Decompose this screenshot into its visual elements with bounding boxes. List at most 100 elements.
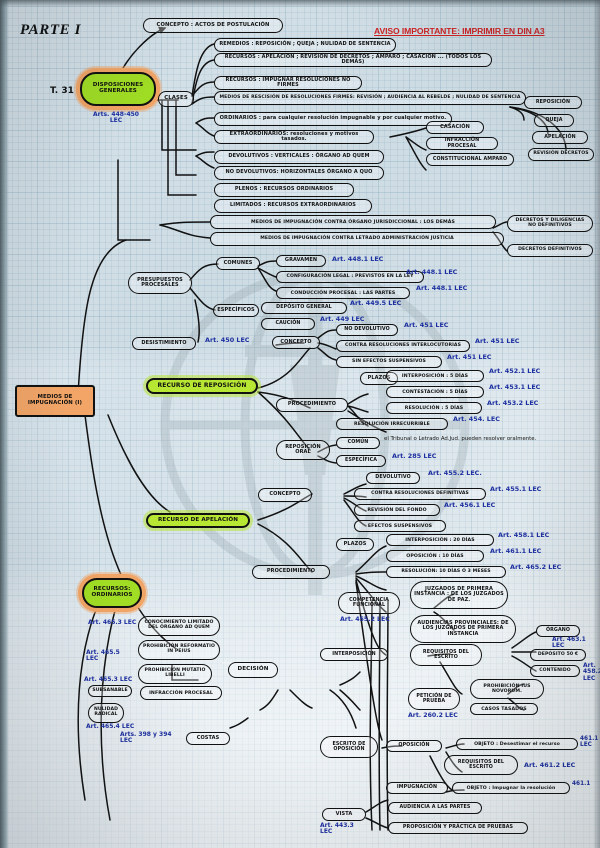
node-recursos-impugnar[interactable]: RECURSOS : Impugnar resoluciones no firm… — [214, 76, 362, 90]
node-medios-contra-organo[interactable]: MEDIOS DE IMPUGNACIÓN CONTRA ÓRGANO JURI… — [210, 215, 496, 229]
node-conocimiento-limitado[interactable]: CONOCIMIENTO LIMITADO DEL ÓRGANO AD QUEM — [138, 616, 220, 636]
node-interposicion-20dias[interactable]: INTERPOSICIÓN : 20 DÍAS — [386, 534, 494, 546]
node-medios-impugnacion[interactable]: MEDIOS DE IMPUGNACIÓN (I) — [15, 385, 95, 417]
node-no-devolutivos[interactable]: NO DEVOLUTIVOS: HORIZONTALES Órgano a qu… — [214, 166, 384, 180]
node-extraordinarios[interactable]: EXTRAORDINARIOS: resoluciones y motivos … — [214, 130, 374, 144]
node-limitados[interactable]: LIMITADOS : RECURSOS EXTRAORDINARIOS — [214, 199, 372, 213]
node-resolucion-5dias[interactable]: RESOLUCIÓN : 5 DÍAS — [386, 402, 482, 414]
node-revision-fondo[interactable]: REVISIÓN DEL FONDO — [354, 504, 440, 516]
node-subsanable[interactable]: SUBSANABLE — [88, 685, 132, 697]
node-vista[interactable]: VISTA — [322, 808, 366, 821]
node-resolucion-10dias-3meses[interactable]: RESOLUCIÓN: 10 DÍAS ó 3 MESES — [386, 566, 506, 578]
node-caucion[interactable]: CAUCIÓN — [261, 318, 315, 330]
node-casos-tasados[interactable]: CASOS TASADOS — [470, 703, 538, 715]
node-efectos-suspensivos[interactable]: EFECTOS SUSPENSIVOS — [354, 520, 446, 532]
node-remedios[interactable]: REMEDIOS : REPOSICIÓN ; QUEJA ; NULIDAD … — [214, 38, 396, 52]
node-no-devolutivo[interactable]: NO DEVOLUTIVO — [336, 324, 398, 336]
node-contenido[interactable]: CONTENIDO — [530, 665, 580, 677]
node-apelacion-right[interactable]: APELACIÓN — [532, 131, 588, 144]
node-plazos-apelacion[interactable]: PLAZOS — [336, 538, 374, 551]
node-escrito-oposicion[interactable]: ESCRITO DE OPOSICIÓN — [320, 736, 378, 758]
ref-disposiciones-generales: Arts. 448-450 LEC — [93, 111, 139, 125]
node-decision[interactable]: DECISIÓN — [228, 662, 278, 678]
node-concepto-apelacion[interactable]: CONCEPTO — [258, 488, 312, 502]
node-disposiciones-generales[interactable]: DISPOSICIONES GENERALES — [80, 72, 156, 106]
node-queja-right[interactable]: QUEJA — [534, 114, 574, 127]
node-conduccion-procesal[interactable]: CONDUCCIÓN PROCESAL : LAS PARTES — [276, 287, 410, 299]
node-competencia-funcional[interactable]: COMPETENCIA FUNCIONAL — [338, 592, 400, 614]
node-comunes[interactable]: COMUNES — [216, 257, 260, 270]
node-requisitos-escrito[interactable]: REQUISITOS DEL ESCRITO — [410, 644, 482, 666]
node-juzgados-primera-instancia[interactable]: JUZGADOS DE PRIMERA INSTANCIA : De los J… — [410, 581, 508, 609]
node-infraccion-procesal[interactable]: INFRACCIÓN PROCESAL — [426, 137, 498, 150]
node-costas[interactable]: COSTAS — [186, 732, 230, 745]
paper-edge-left — [0, 0, 9, 848]
node-plenos[interactable]: PLENOS : RECURSOS ORDINARIOS — [214, 183, 354, 197]
node-deposito-general[interactable]: DEPÓSITO GENERAL — [261, 302, 347, 314]
node-configuracion-legal[interactable]: CONFIGURACIÓN LEGAL : PREVISTOS EN LA LE… — [276, 271, 424, 283]
node-oposicion[interactable]: OPOSICIÓN — [386, 740, 442, 752]
node-reposicion-right[interactable]: REPOSICIÓN — [524, 96, 582, 109]
node-objeto-desestimar[interactable]: OBJETO : Desestimar el recurso — [456, 738, 578, 750]
node-prohibicion-reformatio[interactable]: PROHIBICIÓN REFORMATIO IN PEIUS — [138, 640, 220, 660]
node-especificos[interactable]: ESPECÍFICOS — [213, 304, 259, 317]
node-deposito-50[interactable]: DEPÓSITO 50 € — [530, 649, 586, 661]
ref-450: Art. 450 LEC — [205, 336, 250, 344]
node-revision-decretos-right[interactable]: REVISIÓN DECRETOS — [528, 148, 594, 161]
paper-edge-top — [0, 0, 600, 7]
ref-448-1-c: Art. 448.1 LEC — [416, 284, 468, 292]
node-interposicion-5dias[interactable]: INTERPOSICIÓN : 5 DÍAS — [386, 370, 484, 382]
node-peticion-prueba[interactable]: PETICIÓN DE PRUEBA — [408, 688, 460, 710]
node-decretos-no-definitivos[interactable]: DECRETOS Y DILIGENCIAS NO DEFINITIVOS — [507, 215, 593, 232]
node-casacion[interactable]: CASACIÓN — [426, 121, 484, 134]
node-nulidad-radical[interactable]: NULIDAD RADICAL — [88, 703, 124, 723]
node-desistimiento[interactable]: DESISTIMIENTO — [132, 337, 196, 350]
node-impugnacion[interactable]: IMPUGNACIÓN — [386, 782, 448, 794]
node-interposicion[interactable]: INTERPOSICIÓN — [320, 648, 388, 661]
node-ordinarios[interactable]: ORDINARIOS : para cualquier resolución i… — [214, 112, 452, 126]
node-recursos-ordinarios[interactable]: RECURSOS: ORDINARIOS — [82, 578, 142, 608]
node-recurso-reposicion[interactable]: RECURSO DE REPOSICIÓN — [146, 378, 258, 394]
node-devolutivo[interactable]: DEVOLUTIVO — [366, 472, 420, 484]
node-recurso-apelacion[interactable]: RECURSO DE APELACIÓN — [146, 513, 250, 528]
node-reposicion-oral[interactable]: REPOSICIÓN ORAL — [276, 440, 330, 460]
node-oposicion-10dias[interactable]: OPOSICIÓN : 10 DÍAS — [386, 550, 484, 562]
node-presupuestos-procesales[interactable]: PRESUPUESTOS PROCESALES — [128, 272, 192, 294]
node-prohibicion-ius-novorum[interactable]: PROHIBICIÓN IUS NOVORUM. — [470, 679, 544, 699]
node-clases[interactable]: CLASES — [158, 91, 194, 107]
node-contra-definitivas[interactable]: CONTRA RESOLUCIONES DEFINITIVAS — [354, 488, 486, 500]
node-procedimiento-apelacion[interactable]: PROCEDIMIENTO — [252, 565, 330, 579]
ref-449-5: Art. 449.5 LEC — [350, 299, 402, 307]
node-comun[interactable]: COMÚN — [336, 437, 380, 449]
node-requisitos-escrito-2[interactable]: REQUISITOS DEL ESCRITO — [444, 755, 518, 775]
node-procedimiento-reposicion[interactable]: PROCEDIMIENTO — [276, 398, 348, 412]
node-contra-interlocutorias[interactable]: CONTRA RESOLUCIONES INTERLOCUTORIAS — [336, 340, 470, 352]
node-concepto-reposicion[interactable]: CONCEPTO — [272, 336, 320, 349]
ref-449: Art. 449 LEC — [320, 315, 365, 323]
node-concepto-actos[interactable]: CONCEPTO : ACTOS DE POSTULACIÓN — [143, 18, 283, 33]
node-proposicion-practica-pruebas[interactable]: PROPOSICIÓN Y PRÁCTICA DE PRUEBAS — [388, 822, 528, 834]
node-gravamen[interactable]: GRAVAMEN — [276, 255, 326, 267]
node-objeto-impugnar[interactable]: OBJETO : Impugnar la resolución — [452, 782, 570, 794]
node-audiencia-partes[interactable]: AUDIENCIA A LAS PARTES — [388, 802, 482, 814]
ref-458-1: Art. 458.1 LEC — [498, 531, 550, 539]
node-audiencias-provinciales[interactable]: AUDIENCIAS PROVINCIALES: De los Juzgados… — [410, 615, 516, 643]
node-constitucional-amparo[interactable]: CONSTITUCIONAL AMPARO — [426, 153, 514, 166]
node-especifica[interactable]: ESPECÍFICA — [336, 455, 386, 467]
ref-452-1: Art. 452.1 LEC — [489, 367, 541, 375]
node-devolutivos[interactable]: DEVOLUTIVOS : VERTICALES : Órgano ad que… — [214, 150, 384, 164]
node-infraccion-procesal-decision[interactable]: INFRACCIÓN PROCESAL — [140, 686, 222, 700]
node-recursos-lista[interactable]: RECURSOS : APELACIÓN ; REVISIÓN DE DECRE… — [214, 53, 492, 67]
ref-285: Art. 285 LEC — [392, 452, 437, 460]
node-contestacion-5dias[interactable]: CONTESTACIÓN : 5 DÍAS — [386, 386, 484, 398]
ref-461-1: Art. 461.1 LEC — [490, 547, 542, 555]
node-prohibicion-mutatio[interactable]: PROHIBICIÓN MUTATIO LIBELLI — [138, 664, 212, 684]
node-decretos-definitivos[interactable]: DECRETOS DEFINITIVOS — [507, 244, 593, 257]
node-resolucion-irrecurrible[interactable]: RESOLUCIÓN IRRECURRIBLE — [336, 418, 448, 430]
node-medios-rescision[interactable]: MEDIOS DE RESCISIÓN DE RESOLUCIONES FIRM… — [214, 91, 526, 105]
node-organo[interactable]: ÓRGANO — [536, 625, 580, 637]
ref-451-a: Art. 451 LEC — [404, 321, 449, 329]
node-sin-efectos-suspensivos[interactable]: SIN EFECTOS SUSPENSIVOS — [336, 356, 442, 368]
ref-448-1-a: Art. 448.1 LEC — [332, 255, 384, 263]
node-medios-contra-letrado[interactable]: MEDIOS DE IMPUGNACIÓN CONTRA LETRADO ADM… — [210, 232, 504, 246]
